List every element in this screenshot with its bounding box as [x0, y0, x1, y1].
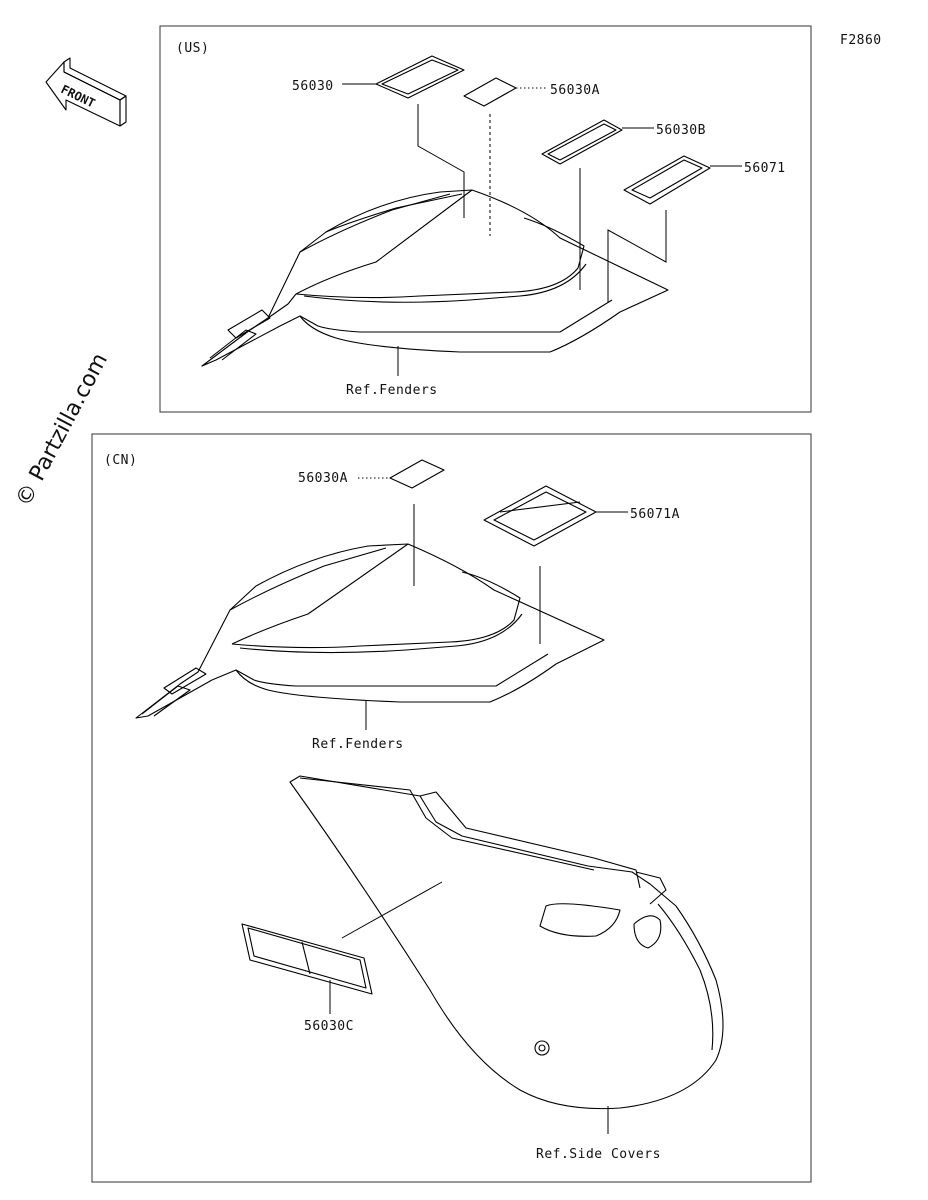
callout-56030a-us: 56030A: [550, 83, 600, 98]
us-section: (US) 56030 56030A 56030B 56071: [159, 25, 812, 413]
ref-fenders-us: Ref.Fenders: [346, 383, 438, 398]
us-region-label: (US): [176, 41, 209, 56]
callout-56071: 56071: [744, 161, 786, 176]
ref-side-covers: Ref.Side Covers: [536, 1147, 661, 1162]
cn-section-frame: [91, 433, 812, 1183]
callout-56071a: 56071A: [630, 507, 680, 522]
cn-section: (CN) 56030A 56071A Ref.Fenders: [91, 433, 812, 1183]
us-seat-cowl: [201, 189, 669, 367]
front-arrow-icon: FRONT: [45, 57, 127, 127]
decal-56030a-cn: [389, 459, 445, 489]
callout-56030a-cn: 56030A: [298, 471, 348, 486]
callout-56030: 56030: [292, 79, 334, 94]
callout-56030b: 56030B: [656, 123, 706, 138]
cn-seat-cowl: [135, 543, 605, 719]
decal-56030b: [541, 119, 623, 165]
cn-region-label: (CN): [104, 453, 137, 468]
figure-code: F2860: [840, 33, 882, 48]
decal-56071a: [483, 485, 597, 547]
callout-56030c: 56030C: [304, 1019, 354, 1034]
decal-56030a: [463, 77, 517, 107]
ref-fenders-cn: Ref.Fenders: [312, 737, 404, 752]
watermark: © Partzilla.com: [11, 349, 113, 511]
decal-56030c: [241, 923, 373, 995]
decal-56071: [623, 155, 711, 205]
side-cover: [289, 775, 724, 1110]
decal-56030: [375, 55, 465, 99]
us-section-frame: [159, 25, 812, 413]
